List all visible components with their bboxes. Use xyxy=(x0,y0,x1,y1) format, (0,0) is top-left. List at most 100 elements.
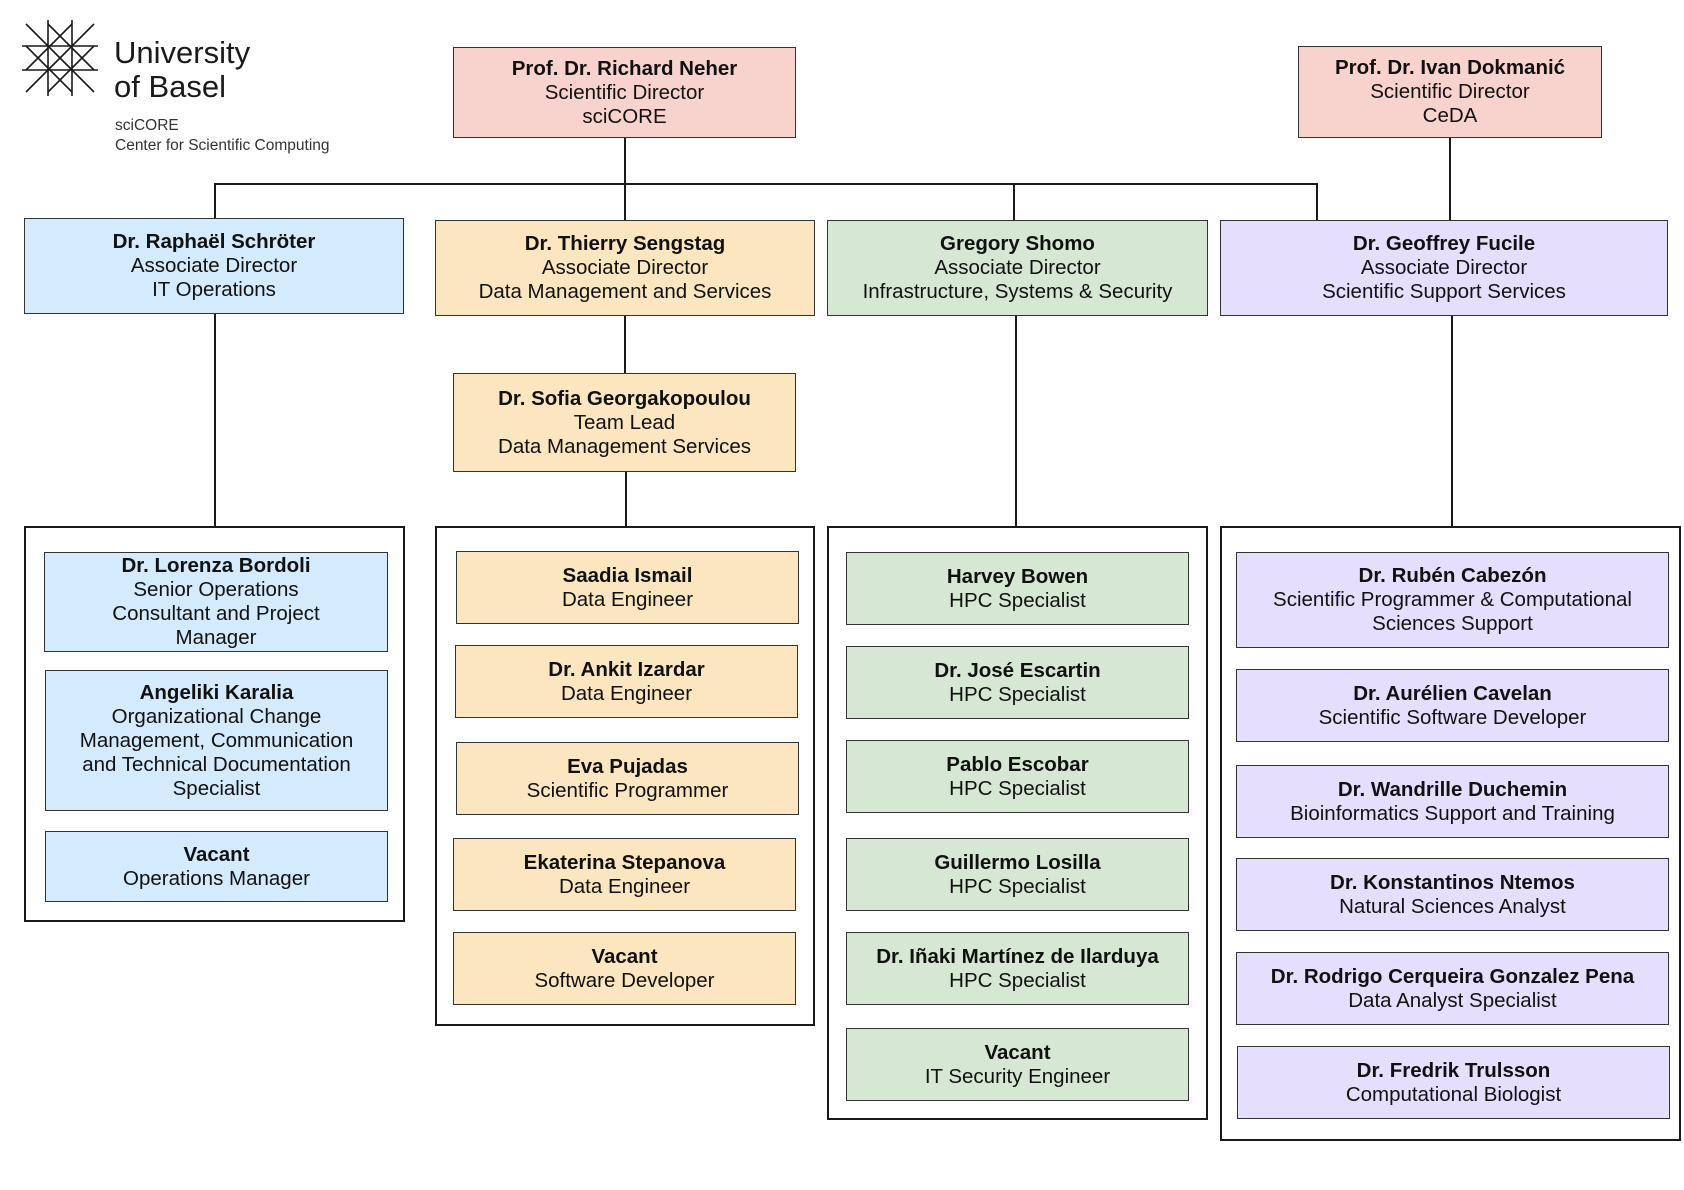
person-name: Vacant xyxy=(183,842,250,866)
university-of-basel-logo-icon xyxy=(22,20,98,96)
person-role: Data Engineer xyxy=(560,681,693,705)
person-role: HPC Specialist xyxy=(949,874,1086,898)
member-card-izardar[interactable]: Dr. Ankit Izardar Data Engineer xyxy=(455,645,798,718)
member-card-losilla[interactable]: Guillermo Losilla HPC Specialist xyxy=(846,838,1189,911)
person-name: Angeliki Karalia xyxy=(139,680,294,704)
member-card-pujadas[interactable]: Eva Pujadas Scientific Programmer xyxy=(456,742,799,815)
person-role: Software Developer xyxy=(534,968,715,992)
member-card-ntemos[interactable]: Dr. Konstantinos Ntemos Natural Sciences… xyxy=(1236,858,1669,931)
connector-schroter-to-team xyxy=(214,313,216,527)
person-role: IT Security Engineer xyxy=(924,1064,1111,1088)
connector-georgakopoulou-to-team xyxy=(625,471,627,527)
person-name: Guillermo Losilla xyxy=(934,850,1101,874)
member-card-bordoli[interactable]: Dr. Lorenza Bordoli Senior Operations Co… xyxy=(44,552,388,652)
center-name: sciCORE Center for Scientific Computing xyxy=(115,116,330,156)
person-role: Associate Director xyxy=(934,256,1101,279)
person-role: Associate Director xyxy=(541,256,709,279)
person-role: HPC Specialist xyxy=(949,682,1086,706)
person-name: Dr. Iñaki Martínez de Ilarduya xyxy=(876,944,1159,968)
member-card-bowen[interactable]: Harvey Bowen HPC Specialist xyxy=(846,552,1189,625)
member-card-trulsson[interactable]: Dr. Fredrik Trulsson Computational Biolo… xyxy=(1237,1046,1670,1119)
person-unit: Data Management Services xyxy=(498,434,751,458)
person-name: Saadia Ismail xyxy=(562,563,693,587)
member-card-cerqueira-gonzalez-pena[interactable]: Dr. Rodrigo Cerqueira Gonzalez Pena Data… xyxy=(1236,952,1669,1025)
member-card-cabezon[interactable]: Dr. Rubén Cabezón Scientific Programmer … xyxy=(1236,552,1669,648)
member-card-cavelan[interactable]: Dr. Aurélien Cavelan Scientific Software… xyxy=(1236,669,1669,742)
person-role: Scientific Director xyxy=(1370,80,1530,103)
connector-neher-down xyxy=(624,137,626,220)
person-role: Data Engineer xyxy=(558,874,691,898)
director-card-dokmanic[interactable]: Prof. Dr. Ivan Dokmanić Scientific Direc… xyxy=(1298,46,1602,138)
associate-card-fucile[interactable]: Dr. Geoffrey Fucile Associate Director S… xyxy=(1220,220,1668,316)
person-role: Scientific Software Developer xyxy=(1318,705,1587,729)
team-lead-card-georgakopoulou[interactable]: Dr. Sofia Georgakopoulou Team Lead Data … xyxy=(453,373,796,472)
member-card-vacant-software[interactable]: Vacant Software Developer xyxy=(453,932,796,1005)
university-name-line1: University xyxy=(114,35,251,70)
person-name: Dr. José Escartin xyxy=(934,658,1101,682)
person-unit: Data Management and Services xyxy=(478,280,772,303)
university-name: University of Basel xyxy=(114,36,250,104)
person-unit: sciCORE xyxy=(582,104,667,128)
person-role: Operations Manager xyxy=(123,866,310,890)
member-card-stepanova[interactable]: Ekaterina Stepanova Data Engineer xyxy=(453,838,796,911)
team-group-infrastructure xyxy=(827,526,1208,1120)
person-name: Dr. Aurélien Cavelan xyxy=(1353,681,1552,705)
person-name: Eva Pujadas xyxy=(567,754,688,778)
person-name: Dr. Konstantinos Ntemos xyxy=(1330,870,1575,894)
person-role: Natural Sciences Analyst xyxy=(1339,894,1566,918)
person-unit: Infrastructure, Systems & Security xyxy=(862,280,1173,303)
person-role: Associate Director xyxy=(1360,256,1528,279)
connector-dokmanic-to-fucile xyxy=(1449,137,1451,221)
member-card-vacant-operations[interactable]: Vacant Operations Manager xyxy=(45,831,388,902)
person-role: Scientific Programmer xyxy=(526,778,729,802)
person-role: HPC Specialist xyxy=(949,776,1086,800)
person-name: Vacant xyxy=(984,1040,1051,1064)
person-name: Vacant xyxy=(591,944,658,968)
member-card-martinez-de-ilarduya[interactable]: Dr. Iñaki Martínez de Ilarduya HPC Speci… xyxy=(846,932,1189,1005)
person-role: Senior Operations Consultant and Project… xyxy=(112,578,320,649)
connector-shomo-to-team xyxy=(1015,315,1017,527)
member-card-vacant-security[interactable]: Vacant IT Security Engineer xyxy=(846,1028,1189,1101)
person-role: HPC Specialist xyxy=(949,588,1086,612)
person-role: Scientific Director xyxy=(544,80,705,104)
person-name: Dr. Fredrik Trulsson xyxy=(1356,1058,1551,1082)
person-role: Scientific Programmer & Computational Sc… xyxy=(1273,588,1632,635)
connector-bus-to-schroter xyxy=(214,183,216,219)
connector-bus-right-end xyxy=(1316,183,1318,221)
person-role: HPC Specialist xyxy=(949,968,1086,992)
person-name: Pablo Escobar xyxy=(946,752,1089,776)
person-name: Dr. Sofia Georgakopoulou xyxy=(498,386,751,410)
director-card-neher[interactable]: Prof. Dr. Richard Neher Scientific Direc… xyxy=(453,47,796,138)
center-short-name: sciCORE xyxy=(115,117,179,134)
person-role: Team Lead xyxy=(573,410,676,434)
person-role: Bioinformatics Support and Training xyxy=(1290,801,1615,825)
associate-card-schroter[interactable]: Dr. Raphaël Schröter Associate Director … xyxy=(24,218,404,314)
person-name: Harvey Bowen xyxy=(946,564,1089,588)
person-name: Gregory Shomo xyxy=(940,232,1095,255)
person-name: Dr. Thierry Sengstag xyxy=(524,232,726,255)
person-role: Computational Biologist xyxy=(1345,1082,1562,1106)
member-card-duchemin[interactable]: Dr. Wandrille Duchemin Bioinformatics Su… xyxy=(1236,765,1669,838)
associate-card-sengstag[interactable]: Dr. Thierry Sengstag Associate Director … xyxy=(435,220,815,316)
member-card-karalia[interactable]: Angeliki Karalia Organizational Change M… xyxy=(45,670,388,811)
person-role: Organizational Change Management, Commun… xyxy=(79,704,354,800)
person-name: Prof. Dr. Ivan Dokmanić xyxy=(1334,56,1566,79)
member-card-escobar[interactable]: Pablo Escobar HPC Specialist xyxy=(846,740,1189,813)
person-name: Dr. Wandrille Duchemin xyxy=(1337,777,1568,801)
person-name: Dr. Rodrigo Cerqueira Gonzalez Pena xyxy=(1270,964,1635,988)
connector-sengstag-to-georgakopoulou xyxy=(624,315,626,373)
person-name: Dr. Ankit Izardar xyxy=(548,657,705,681)
connector-fucile-to-team xyxy=(1451,315,1453,527)
person-role: Associate Director xyxy=(130,254,298,277)
person-name: Dr. Geoffrey Fucile xyxy=(1352,232,1536,255)
person-name: Ekaterina Stepanova xyxy=(523,850,726,874)
associate-card-shomo[interactable]: Gregory Shomo Associate Director Infrast… xyxy=(827,220,1208,316)
person-unit: IT Operations xyxy=(152,278,276,301)
member-card-escartin[interactable]: Dr. José Escartin HPC Specialist xyxy=(846,646,1189,719)
person-name: Dr. Lorenza Bordoli xyxy=(121,554,311,577)
connector-horizontal-bus xyxy=(214,183,1318,185)
member-card-ismail[interactable]: Saadia Ismail Data Engineer xyxy=(456,551,799,624)
person-unit: Scientific Support Services xyxy=(1322,280,1566,303)
person-name: Dr. Raphaël Schröter xyxy=(112,230,316,253)
person-unit: CeDA xyxy=(1422,104,1478,127)
